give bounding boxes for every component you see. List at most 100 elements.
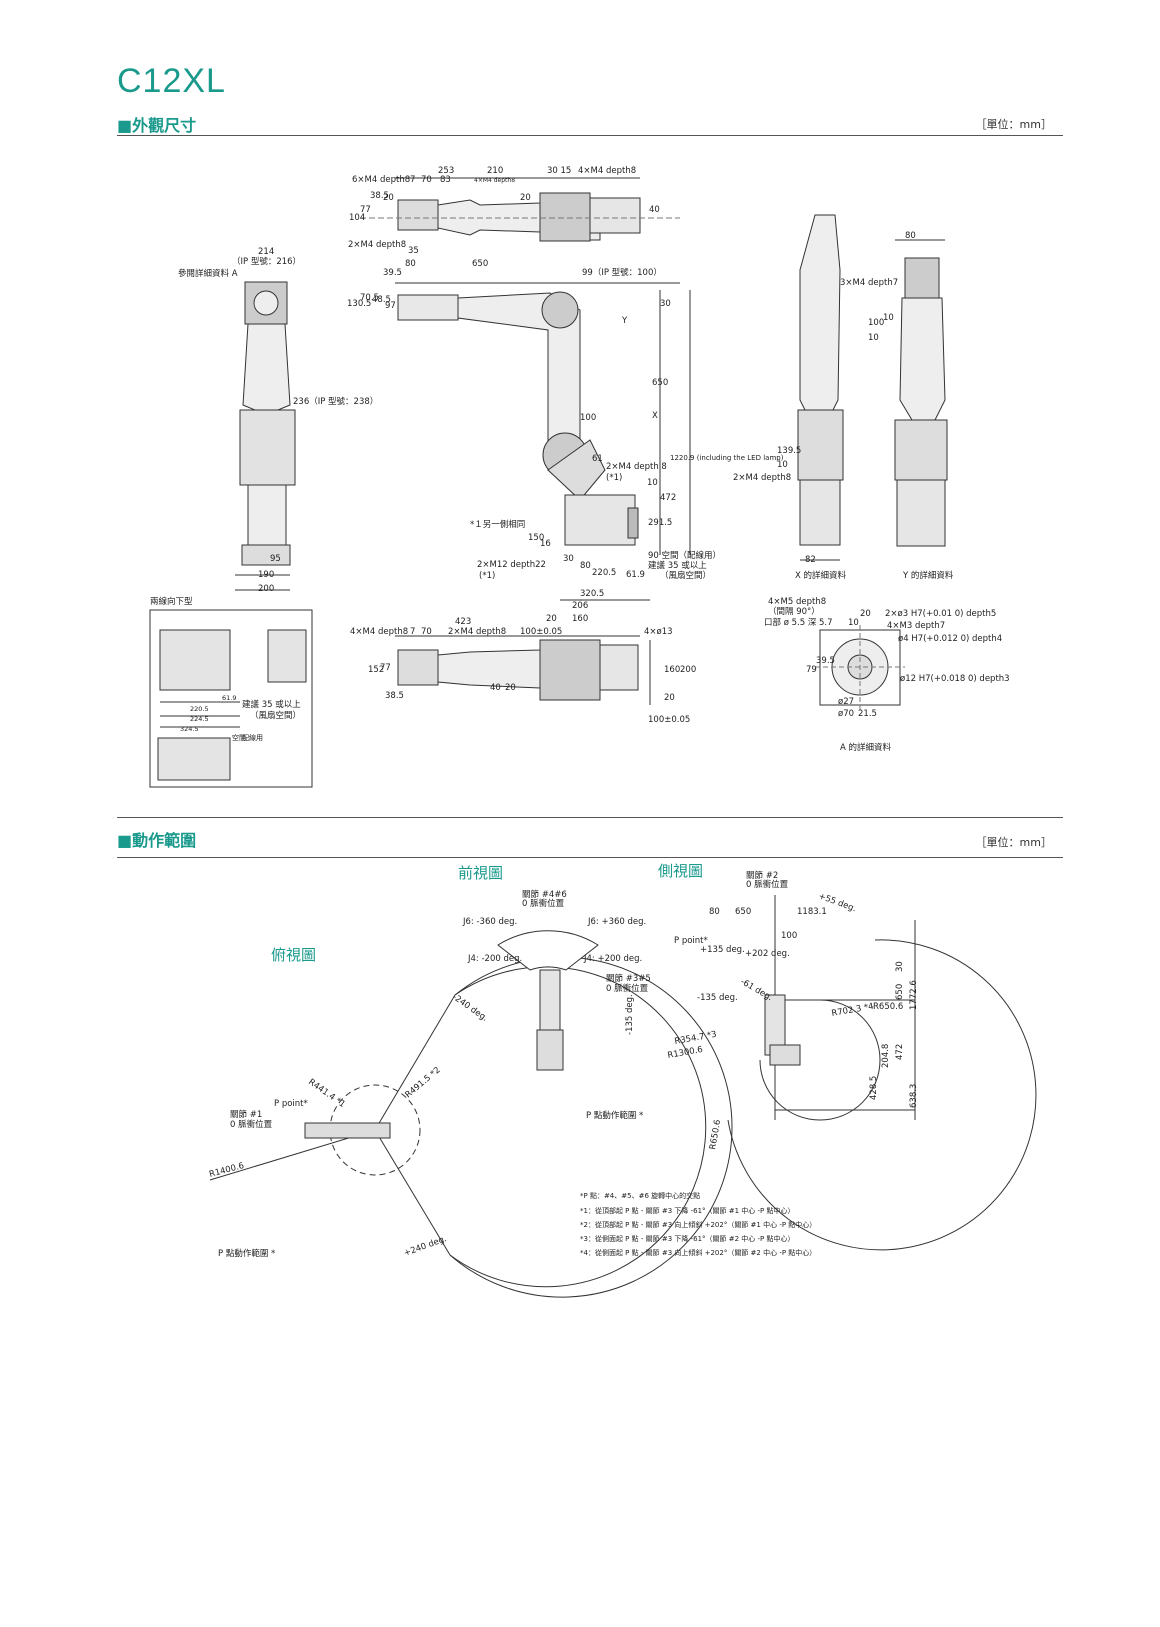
svg-text:220.5: 220.5 — [190, 705, 209, 713]
svg-text:*P 點：#4、#5、#6 旋轉中心的交點: *P 點：#4、#5、#6 旋轉中心的交點 — [580, 1191, 700, 1200]
svg-text:160: 160 — [664, 665, 680, 675]
svg-text:150: 150 — [528, 533, 544, 543]
motion-front-labels: 關節 #4#6 0 脈衝位置 J6: -360 deg. J6: +360 de… — [462, 889, 651, 994]
svg-text:80: 80 — [905, 231, 916, 241]
svg-text:3×M4 depth7: 3×M4 depth7 — [840, 278, 898, 288]
front-view-drawing — [235, 281, 296, 591]
svg-text:200: 200 — [258, 584, 274, 594]
svg-text:P point*: P point* — [274, 1099, 308, 1109]
svg-text:10: 10 — [848, 618, 859, 628]
svg-text:關節 #2: 關節 #2 — [746, 870, 778, 881]
svg-text:70.5: 70.5 — [360, 293, 379, 303]
section-rule — [117, 135, 1063, 136]
svg-text:(*1): (*1) — [479, 571, 495, 581]
svg-text:兩線向下型: 兩線向下型 — [150, 596, 193, 607]
svg-text:423: 423 — [455, 617, 471, 627]
front-view-labels: 214 （IP 型號：216） 參閱詳細資料 A 236（IP 型號：238） … — [178, 247, 378, 594]
svg-text:30 15: 30 15 — [547, 166, 571, 176]
motion-side-labels: 關節 #2 0 脈衝位置 +55 deg. 80 650 1183.1 P po… — [586, 870, 919, 1151]
svg-text:R650.6: R650.6 — [708, 1119, 723, 1151]
svg-text:253: 253 — [438, 166, 454, 176]
svg-text:4×M3 depth7: 4×M3 depth7 — [887, 621, 945, 631]
svg-text:2×M12 depth22: 2×M12 depth22 — [477, 560, 546, 570]
svg-text:100: 100 — [781, 931, 797, 941]
svg-text:190: 190 — [258, 570, 274, 580]
svg-text:16: 16 — [540, 539, 551, 549]
svg-text:472: 472 — [660, 493, 676, 503]
svg-text:建議 35 或以上: 建議 35 或以上 — [242, 699, 301, 710]
svg-text:口部 ø 5.5 深 5.7: 口部 ø 5.5 深 5.7 — [764, 617, 833, 628]
svg-text:4×M4 depth8: 4×M4 depth8 — [578, 166, 636, 176]
motion-notes: *P 點：#4、#5、#6 旋轉中心的交點 *1：從頂部起 P 點 - 關節 #… — [580, 1191, 816, 1257]
svg-text:配線用: 配線用 — [242, 733, 263, 742]
svg-text:80: 80 — [580, 561, 591, 571]
svg-text:4×ø13: 4×ø13 — [644, 627, 673, 637]
svg-text:320.5: 320.5 — [580, 589, 604, 599]
svg-text:100: 100 — [580, 413, 596, 423]
svg-text:ø70: ø70 — [838, 709, 854, 719]
svg-text:130.5: 130.5 — [347, 299, 371, 309]
svg-text:2×M4 depth 8: 2×M4 depth 8 — [606, 462, 667, 472]
section-rule — [117, 857, 1063, 858]
svg-text:0 脈衝位置: 0 脈衝位置 — [746, 879, 789, 890]
svg-text:關節 #3#5: 關節 #3#5 — [606, 973, 651, 984]
svg-text:R702.3 *4: R702.3 *4 — [831, 1002, 875, 1019]
svg-text:224.5: 224.5 — [190, 715, 209, 723]
svg-text:77: 77 — [380, 663, 391, 673]
front-view-title: 前視圖 — [458, 864, 503, 882]
svg-text:99（IP 型號：100）: 99（IP 型號：100） — [582, 267, 662, 278]
svg-text:ø27: ø27 — [838, 697, 854, 707]
svg-text:-61 deg.: -61 deg. — [739, 977, 775, 1003]
svg-text:324.5: 324.5 — [180, 725, 199, 733]
svg-text:參閱詳細資料 A: 參閱詳細資料 A — [178, 268, 238, 279]
unit-label-dimensions: ［單位：mm］ — [975, 118, 1052, 131]
bottom-view-drawing — [395, 635, 651, 705]
motion-side-view — [727, 895, 1037, 1251]
svg-text:R1300.6: R1300.6 — [667, 1045, 704, 1061]
section-title-dimensions: ■外觀尺寸 — [117, 116, 197, 135]
motion-front-view — [497, 930, 599, 1071]
svg-text:21.5: 21.5 — [858, 709, 877, 719]
svg-text:40: 40 — [649, 205, 660, 215]
svg-text:(*1): (*1) — [606, 473, 622, 483]
svg-text:61: 61 — [592, 454, 603, 464]
svg-text:4×M4 depth8: 4×M4 depth8 — [474, 177, 515, 184]
svg-text:80: 80 — [709, 907, 720, 917]
svg-text:4×M5 depth8: 4×M5 depth8 — [768, 597, 826, 607]
svg-text:1772.6: 1772.6 — [909, 980, 919, 1010]
svg-text:39.5: 39.5 — [816, 656, 835, 666]
svg-text:61.9: 61.9 — [626, 570, 645, 580]
detail-labels: 139.5 10 2×M4 depth8 82 X 的詳細資料 80 3×M4 … — [733, 231, 1010, 753]
model-title: C12XL — [117, 62, 226, 100]
svg-text:70: 70 — [421, 627, 432, 637]
bottom-view-labels: 206 423 20 160 4×M4 depth8 7 70 2×M4 dep… — [350, 601, 696, 725]
svg-text:152: 152 — [368, 665, 384, 675]
svg-text:291.5: 291.5 — [648, 518, 672, 528]
svg-text:220.5: 220.5 — [592, 568, 616, 578]
svg-text:J4: -200 deg.: J4: -200 deg. — [467, 954, 522, 964]
svg-text:*1：從頂部起 P 點 - 關節 #3 下降 -61°（關節: *1：從頂部起 P 點 - 關節 #3 下降 -61°（關節 #1 中心 -P … — [580, 1206, 795, 1215]
svg-text:空間: 空間 — [232, 733, 246, 742]
svg-text:20: 20 — [383, 193, 394, 203]
svg-text:204.8: 204.8 — [881, 1044, 891, 1068]
svg-text:ø12 H7(+0.018 0) depth3: ø12 H7(+0.018 0) depth3 — [900, 674, 1010, 684]
svg-text:139.5: 139.5 — [777, 446, 801, 456]
svg-text:90 空間（配線用）: 90 空間（配線用） — [648, 550, 721, 561]
svg-text:650: 650 — [472, 259, 488, 269]
unit-label-motion: ［單位：mm］ — [975, 836, 1052, 849]
svg-text:2×M4 depth8: 2×M4 depth8 — [733, 473, 791, 483]
svg-text:20: 20 — [546, 614, 557, 624]
svg-text:（風扇空間）: （風扇空間） — [660, 570, 711, 581]
svg-text:R1400.6: R1400.6 — [208, 1161, 245, 1180]
side-view-drawing — [395, 282, 691, 601]
svg-text:39.5: 39.5 — [383, 268, 402, 278]
svg-text:-240 deg.: -240 deg. — [450, 992, 489, 1024]
svg-text:20: 20 — [505, 683, 516, 693]
svg-text:*2：從頂部起 P 點 - 關節 #3 向上傾斜 +202°: *2：從頂部起 P 點 - 關節 #3 向上傾斜 +202°（關節 #1 中心 … — [580, 1220, 816, 1229]
svg-text:P point*: P point* — [674, 936, 708, 946]
svg-text:R650.6: R650.6 — [873, 1002, 903, 1012]
svg-text:95: 95 — [270, 554, 281, 564]
svg-text:38.5: 38.5 — [370, 191, 389, 201]
svg-text:160: 160 — [572, 614, 588, 624]
svg-text:（間隔 90°）: （間隔 90°） — [768, 606, 820, 617]
